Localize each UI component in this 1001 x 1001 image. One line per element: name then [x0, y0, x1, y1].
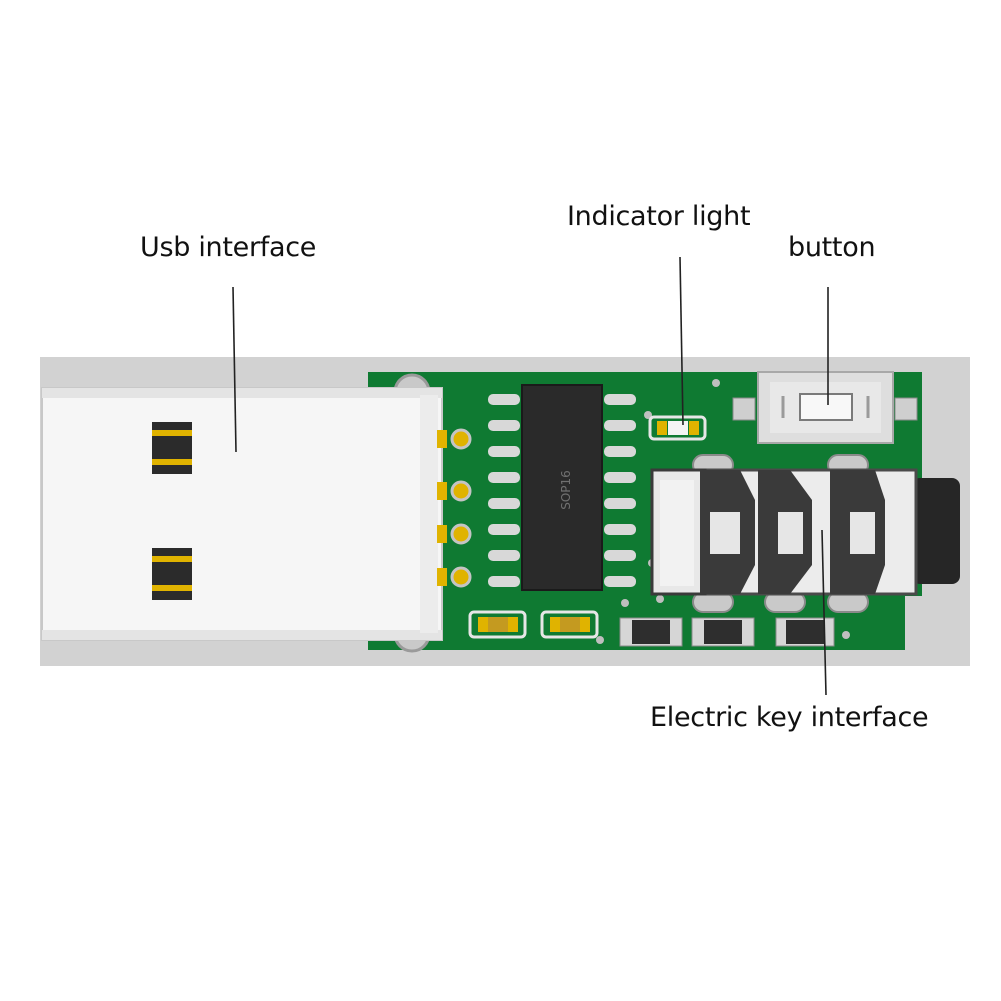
smd-capacitors	[468, 610, 599, 639]
leader-led	[679, 256, 684, 426]
button-label: button	[788, 232, 876, 263]
smd-resistors	[619, 617, 835, 647]
sop16-chip-icon: SOP16	[521, 384, 603, 591]
audio-jack-icon	[650, 454, 960, 613]
leader-lines	[232, 256, 829, 696]
chip-marking: SOP16	[559, 470, 573, 510]
chip-right-pads	[604, 394, 636, 587]
usb-hole-top	[152, 422, 192, 474]
indicator-light-label: Indicator light	[567, 201, 751, 232]
leader-key	[821, 529, 827, 696]
electric-key-interface-label: Electric key interface	[650, 702, 929, 733]
tact-switch-icon	[732, 371, 918, 444]
chip-left-pads	[488, 394, 520, 587]
leader-usb	[232, 286, 237, 453]
usb-hole-bottom	[152, 548, 192, 600]
usb-plug-icon	[41, 387, 443, 641]
usb-interface-label: Usb interface	[140, 232, 317, 263]
usb-pin-pads	[437, 428, 472, 588]
